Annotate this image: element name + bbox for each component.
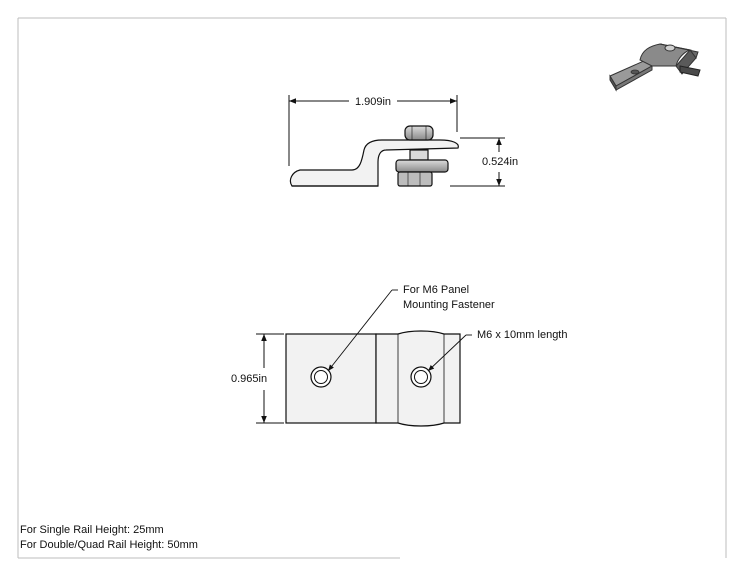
panel-fastener-callout: For M6 Panel Mounting Fastener [403,283,495,313]
height-dimension [450,137,505,187]
panel-fastener-callout-line2: Mounting Fastener [403,299,495,311]
bracket-profile [289,139,459,187]
sheet-border [17,17,727,559]
panel-fastener-callout-line1: For M6 Panel [403,284,470,296]
height-dimension-label: 0.524in [482,156,518,168]
double-quad-rail-note: For Double/Quad Rail Height: 50mm [20,539,198,551]
t-nut-base [397,171,433,187]
bolt-length-callout: M6 x 10mm length [477,329,568,341]
front-view [289,125,459,187]
width-dimension [288,95,458,166]
single-rail-note: For Single Rail Height: 25mm [20,524,164,536]
bolt-shank [409,149,429,161]
bolt-head [404,125,434,141]
depth-dimension [256,333,284,424]
isometric-view [609,43,701,92]
top-view [285,330,461,427]
width-dimension-label: 1.909in [355,96,391,108]
t-nut [395,159,449,173]
callout-leaders [327,289,472,372]
rail-height-notes: For Single Rail Height: 25mm For Double/… [20,523,198,553]
depth-dimension-label: 0.965in [231,373,267,385]
